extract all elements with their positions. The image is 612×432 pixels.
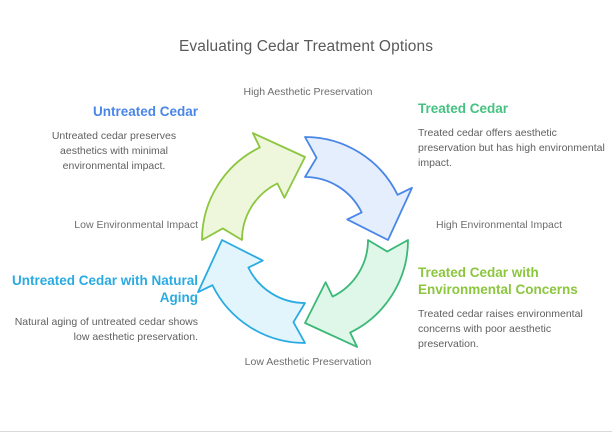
quadrant-top-right[interactable]: Treated Cedar Treated cedar offers aesth…: [418, 100, 608, 171]
axis-label-east: High Environmental Impact: [436, 219, 563, 231]
cycle-arrow-top-right[interactable]: [304, 136, 413, 241]
cycle-diagram: [197, 132, 413, 348]
quadrant-top-left-title: Untreated Cedar: [92, 104, 198, 119]
quadrant-top-left[interactable]: Untreated Cedar Untreated cedar preserve…: [8, 103, 198, 174]
quadrant-bottom-right[interactable]: Treated Cedar with Environmental Concern…: [418, 264, 608, 352]
cycle-arrow-top-left[interactable]: [201, 132, 306, 241]
quadrant-bottom-left-title: Untreated Cedar with Natural Aging: [11, 273, 198, 305]
page-title: Evaluating Cedar Treatment Options: [178, 38, 434, 55]
quadrant-bottom-left[interactable]: Untreated Cedar with Natural Aging Natur…: [8, 272, 198, 345]
quadrant-top-right-body: Treated cedar offers aesthetic preservat…: [418, 127, 605, 169]
quadrant-bottom-right-body: Treated cedar raises environmental conce…: [418, 308, 583, 350]
axis-label-south: Low Aesthetic Preservation: [244, 356, 372, 368]
quadrant-top-left-body: Untreated cedar preserves aesthetics wit…: [51, 130, 177, 172]
quadrant-top-right-title: Treated Cedar: [418, 101, 509, 116]
cycle-arrow-bottom-left[interactable]: [197, 239, 306, 344]
axis-label-north: High Aesthetic Preservation: [243, 86, 373, 98]
cycle-arrow-bottom-right[interactable]: [304, 239, 409, 348]
quadrant-bottom-right-title: Treated Cedar with Environmental Concern…: [418, 265, 578, 297]
axis-label-west: Low Environmental Impact: [74, 219, 198, 231]
quadrant-bottom-left-body: Natural aging of untreated cedar shows l…: [14, 316, 198, 343]
